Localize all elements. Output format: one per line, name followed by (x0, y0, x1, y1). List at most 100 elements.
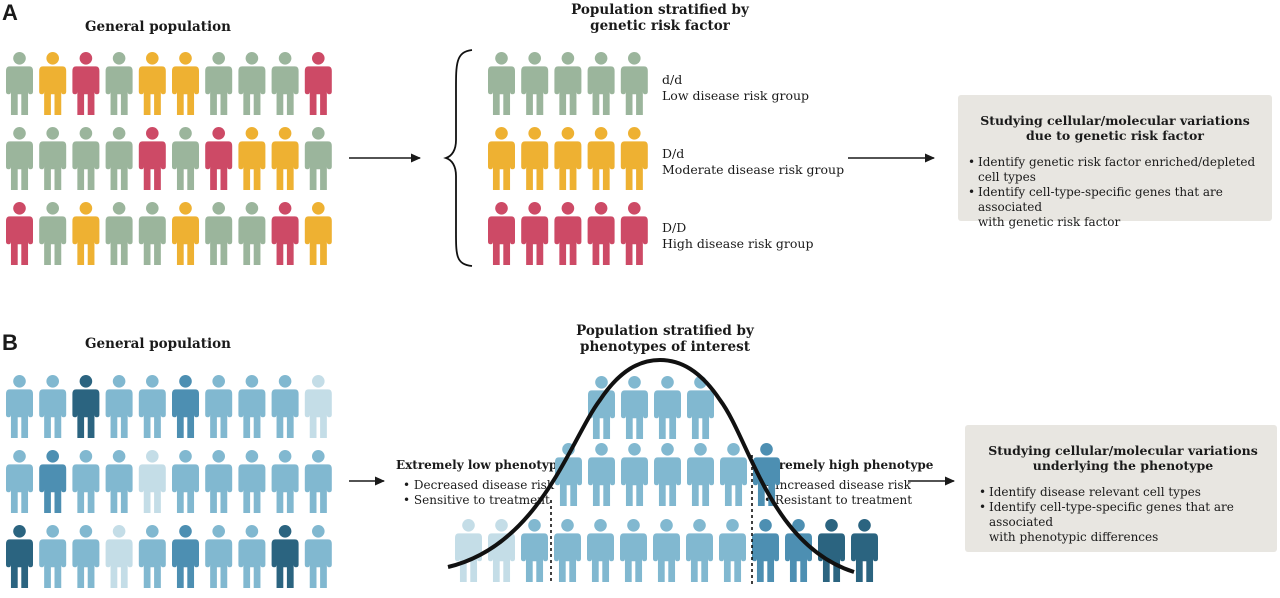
extremely-high-block: Extremely high phenotype • Increased dis… (757, 458, 933, 509)
person-icon-medium-blue (6, 450, 33, 513)
person-icon-green (39, 127, 67, 190)
person-icon-green (271, 52, 299, 115)
person-icon-medium-blue (588, 443, 615, 506)
person-icon-medium-blue (271, 375, 299, 438)
title-line-1: Population stratified by (571, 2, 749, 18)
person-icon-yellow (587, 127, 615, 190)
high-bullet-text: Increased disease risk (774, 477, 911, 492)
extremely-high-title: Extremely high phenotype (757, 458, 934, 472)
person-icon-yellow (271, 127, 299, 190)
bullet-line: Identify cell-type-specific genes that a… (978, 185, 1223, 214)
bullet-line: Identify cell-type-specific genes that a… (989, 500, 1234, 529)
person-icon-darkest-blue (851, 519, 878, 582)
bell-curve (447, 357, 855, 574)
person-icon-medium-blue (72, 525, 100, 588)
person-icon-medium-blue (238, 450, 266, 513)
bullet-line: Identify disease relevant cell types (989, 485, 1201, 499)
person-icon-light-blue (455, 519, 482, 582)
person-icon-medium-blue (138, 375, 166, 438)
person-icon-red (554, 202, 582, 265)
person-icon-medium-blue (39, 375, 67, 438)
person-icon-yellow (72, 202, 100, 265)
person-icon-red (587, 202, 615, 265)
extremely-low-block: Extremely low phenotype • Decreased dise… (396, 458, 565, 509)
person-icon-red (620, 202, 648, 265)
person-icon-green (620, 52, 648, 115)
high-bullet-text: Resistant to treatment (774, 493, 913, 507)
person-icon-dark-blue (752, 519, 779, 582)
person-icon-yellow (620, 127, 648, 190)
group-label: Moderate disease risk group (662, 162, 845, 177)
panel-a-stratified-title: Population stratified by genetic risk fa… (540, 2, 780, 34)
person-icon-green (205, 52, 233, 115)
panel-a-summary-box: Studying cellular/molecular variations d… (958, 95, 1272, 229)
bullet-item: Identify cell-type-specific genes that a… (979, 500, 1267, 545)
person-icon-medium-blue (138, 525, 166, 588)
person-icon-medium-blue (6, 375, 33, 438)
panel-a-stratified-groups (488, 52, 648, 265)
title-line-1: Population stratified by (576, 323, 754, 339)
group-moderate-risk: D/d Moderate disease risk group (662, 146, 844, 178)
person-icon-yellow (488, 127, 515, 190)
person-icon-medium-blue (105, 450, 133, 513)
person-icon-medium-blue (687, 443, 714, 506)
person-icon-yellow (554, 127, 582, 190)
person-icon-yellow (521, 127, 549, 190)
person-icon-medium-blue (72, 450, 100, 513)
title-line-2: genetic risk factor (590, 18, 730, 34)
person-icon-darkest-blue (271, 525, 299, 588)
bullet-line: Identify genetic risk factor enriched/de… (978, 155, 1256, 184)
person-icon-medium-blue (172, 450, 199, 513)
person-icon-medium-blue (587, 519, 614, 582)
panel-b-stratified-title: Population stratified by phenotypes of i… (545, 323, 785, 355)
panel-b-general-population (6, 375, 332, 588)
group-high-risk: D/D High disease risk group (662, 220, 813, 252)
person-icon-red (304, 52, 332, 115)
bullet-item: Identify cell-type-specific genes that a… (968, 185, 1262, 230)
person-icon-dark-blue (172, 375, 199, 438)
person-icon-medium-blue (621, 443, 648, 506)
person-icon-medium-blue (39, 525, 67, 588)
low-bullet: • Decreased disease risk (403, 477, 555, 492)
person-icon-red (521, 202, 549, 265)
panel-b-general-title: General population (85, 336, 231, 352)
person-icon-medium-blue (620, 519, 647, 582)
person-icon-red (271, 202, 299, 265)
person-icon-dark-blue (172, 525, 199, 588)
genotype-label: D/d (662, 146, 685, 161)
person-icon-green (205, 202, 233, 265)
person-icon-medium-blue (653, 519, 680, 582)
person-icon-medium-blue (554, 519, 581, 582)
person-icon-green (172, 127, 199, 190)
panel-a-label: A (2, 0, 18, 25)
person-icon-red (488, 202, 515, 265)
person-icon-light-blue (304, 375, 332, 438)
bullet-line: with genetic risk factor (978, 215, 1121, 229)
bullet-line: with phenotypic differences (989, 530, 1159, 544)
person-icon-darkest-blue (72, 375, 100, 438)
person-icon-medium-blue (238, 525, 266, 588)
person-icon-dark-blue (785, 519, 812, 582)
person-icon-green (488, 52, 515, 115)
person-icon-medium-blue (686, 519, 713, 582)
panel-b-summary-box: Studying cellular/molecular variations u… (965, 425, 1277, 552)
person-icon-green (521, 52, 549, 115)
person-icon-yellow (238, 127, 266, 190)
person-icon-yellow (39, 52, 67, 115)
panel-a-general-population (6, 52, 332, 265)
person-icon-medium-blue (521, 519, 548, 582)
person-icon-light-blue (105, 525, 133, 588)
group-low-risk: d/d Low disease risk group (662, 72, 809, 104)
person-icon-dark-blue (39, 450, 67, 513)
bullet-item: Identify genetic risk factor enriched/de… (968, 155, 1262, 185)
low-bullet-text: Sensitive to treatment (413, 493, 550, 507)
person-icon-yellow (172, 202, 199, 265)
person-icon-medium-blue (205, 450, 233, 513)
person-icon-yellow (172, 52, 199, 115)
person-icon-green (105, 202, 133, 265)
person-icon-green (105, 52, 133, 115)
box-title: Studying cellular/molecular variations d… (968, 113, 1262, 143)
person-icon-light-blue (138, 450, 166, 513)
person-icon-red (72, 52, 100, 115)
